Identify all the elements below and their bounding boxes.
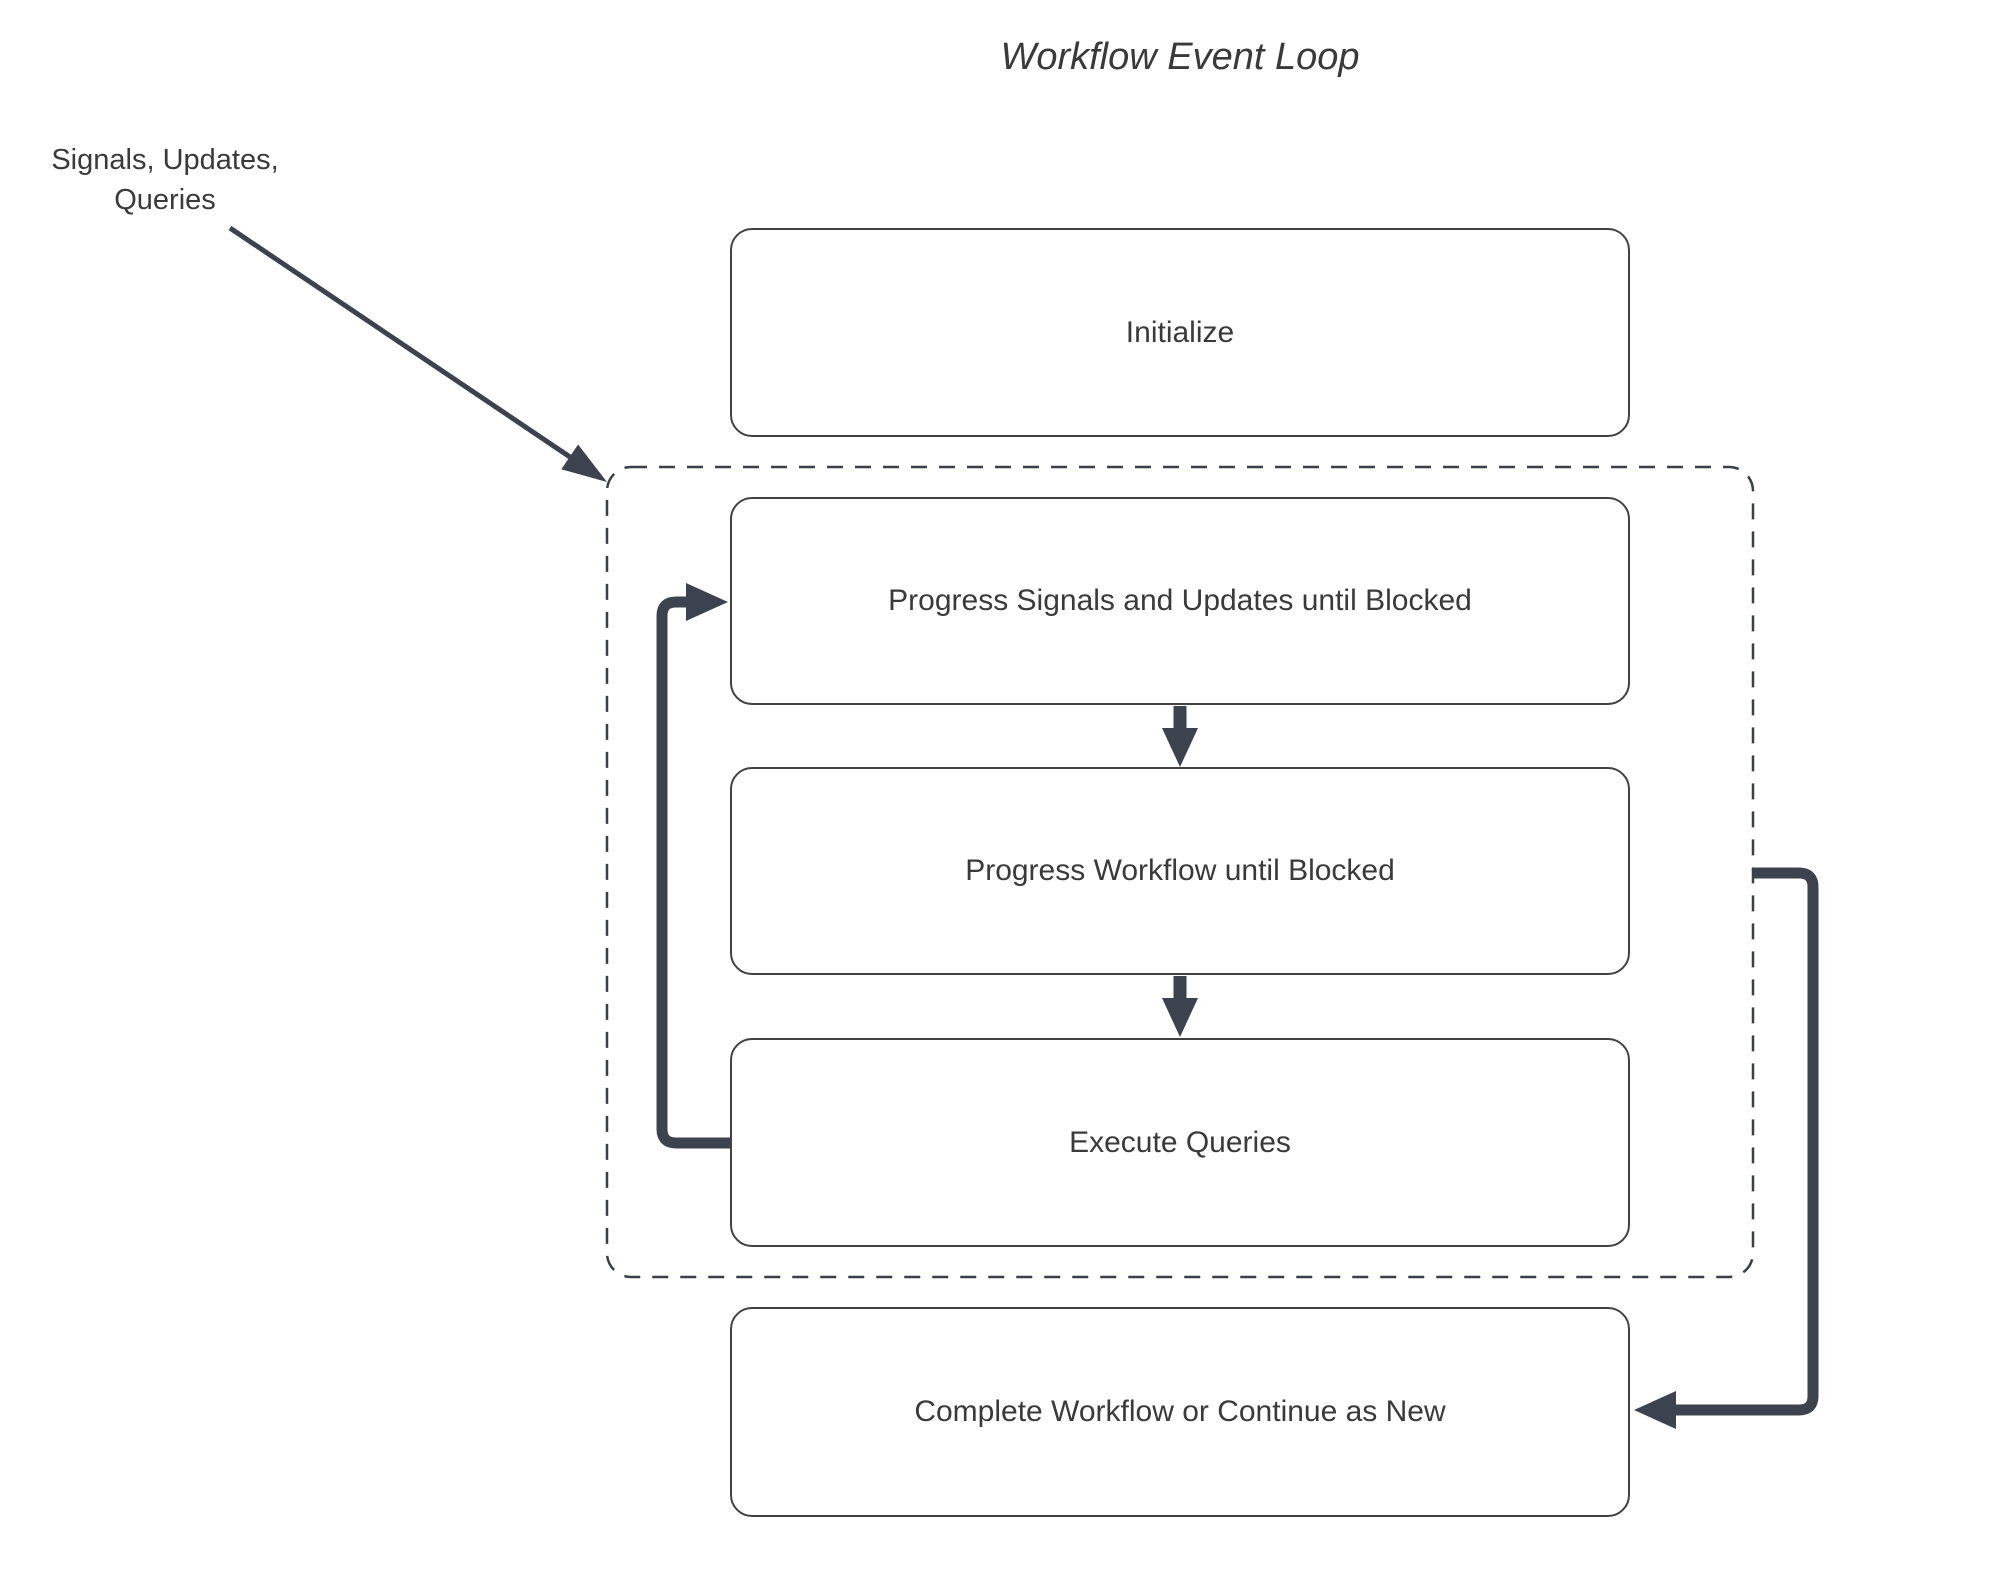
external-inputs-label: Signals, Updates, Queries xyxy=(20,140,310,220)
diagram-title: Workflow Event Loop xyxy=(1000,36,1360,78)
node-execute-queries-label: Execute Queries xyxy=(1069,1125,1291,1159)
down-arrow-2-head-icon xyxy=(1162,998,1198,1037)
node-progress-signals-and-updates: Progress Signals and Updates until Block… xyxy=(730,497,1630,705)
node-progress-signals-label: Progress Signals and Updates until Block… xyxy=(888,584,1472,617)
external-inputs-label-line1: Signals, Updates, xyxy=(51,144,279,176)
node-progress-workflow: Progress Workflow until Blocked xyxy=(730,767,1630,975)
node-complete-workflow: Complete Workflow or Continue as New xyxy=(730,1307,1630,1517)
complete-elbow-arrow-line xyxy=(1672,867,1819,1416)
external-inputs-label-line2: Queries xyxy=(114,184,216,216)
complete-elbow-arrowhead-icon xyxy=(1634,1391,1676,1429)
node-progress-workflow-label: Progress Workflow until Blocked xyxy=(965,854,1395,887)
loop-back-arrowhead-icon xyxy=(686,583,728,621)
loop-back-arrow-line xyxy=(656,596,730,1149)
down-arrow-1-head-icon xyxy=(1162,728,1198,767)
signals-input-arrowhead-icon xyxy=(561,444,607,482)
node-complete-workflow-label: Complete Workflow or Continue as New xyxy=(914,1395,1446,1428)
signals-input-arrow-line xyxy=(228,225,572,460)
node-initialize: Initialize xyxy=(730,228,1630,437)
node-execute-queries: Execute Queries xyxy=(730,1038,1630,1247)
node-initialize-label: Initialize xyxy=(1125,315,1235,349)
